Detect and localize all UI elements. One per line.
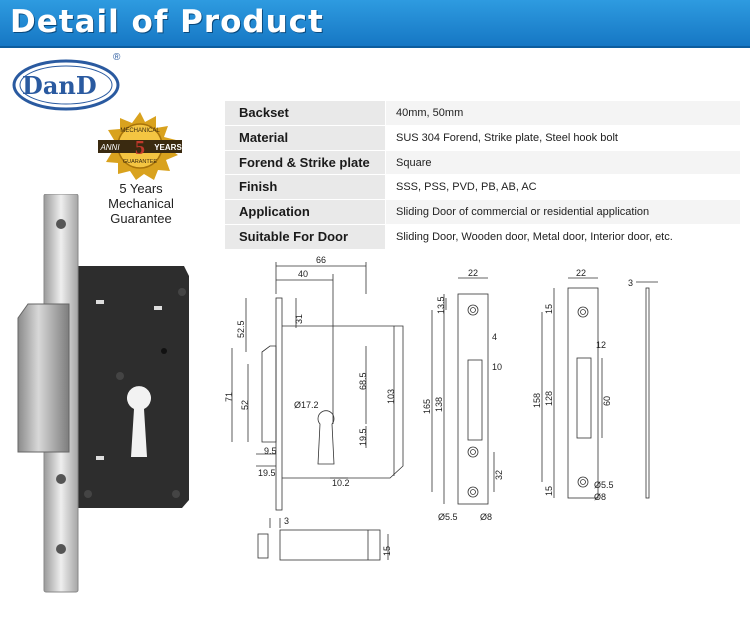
screw-hole <box>56 474 66 484</box>
spec-value: 40mm, 50mm <box>386 101 740 125</box>
dim-52: 52 <box>240 400 250 410</box>
dim-71: 71 <box>224 392 234 402</box>
dim-19-5-a: 19.5 <box>358 428 368 446</box>
spec-value: SUS 304 Forend, Strike plate, Steel hook… <box>386 125 740 150</box>
spec-row: Backset 40mm, 50mm <box>225 101 740 126</box>
dim-158: 158 <box>532 393 542 408</box>
spec-label: Finish <box>225 175 385 200</box>
dim-strike-d8: Ø8 <box>594 492 606 502</box>
dim-10-2: 10.2 <box>332 478 350 488</box>
seal-years: YEARS <box>154 143 182 152</box>
spec-value: Square <box>386 150 740 175</box>
dim-forend-22: 22 <box>468 268 478 278</box>
spec-value: Sliding Door of commercial or residentia… <box>386 200 740 224</box>
screw-hole <box>56 219 66 229</box>
dim-68-5: 68.5 <box>358 372 368 390</box>
dim-138: 138 <box>434 397 444 412</box>
dim-strike-22: 22 <box>576 268 586 278</box>
dim-bottom-15: 15 <box>382 546 392 556</box>
dim-bottom-3: 3 <box>284 516 289 526</box>
dim-103: 103 <box>386 389 396 404</box>
dim-forend-d8: Ø8 <box>480 512 492 522</box>
banner-title: Detail of Product <box>10 4 324 40</box>
brand-name: DanD <box>22 71 97 100</box>
spec-row: Forend & Strike plate Square <box>225 150 740 176</box>
seal-anni: ANNI <box>99 143 120 152</box>
dim-66: 66 <box>316 255 326 265</box>
dim-12: 12 <box>596 340 606 350</box>
dim-strike-d5-5: Ø5.5 <box>594 480 614 490</box>
dim-strike-15-a: 15 <box>544 304 554 314</box>
spec-label: Backset <box>225 101 385 125</box>
spec-value: Sliding Door, Wooden door, Metal door, I… <box>386 224 740 249</box>
dim-32: 32 <box>494 470 504 480</box>
seal-mechanical: MECHANICAL <box>120 128 160 134</box>
seal-number: 5 <box>135 137 145 159</box>
spec-value: SSS, PSS, PVD, PB, AB, AC <box>386 175 740 200</box>
cylinder-cutout <box>127 386 152 457</box>
screw-hole <box>56 544 66 554</box>
technical-drawing: 66 40 31 52.5 71 52 68.5 103 Ø17.2 19.5 … <box>224 255 658 561</box>
seal-guarantee: GUARANTEE <box>123 159 158 165</box>
spec-label: Suitable For Door <box>225 224 385 249</box>
dim-side-3: 3 <box>628 278 633 288</box>
guarantee-seal-icon: MECHANICAL ANNI 5 YEARS GUARANTEE <box>98 112 182 180</box>
dim-9-5: 9.5 <box>264 446 277 456</box>
guarantee-line-2: Mechanical <box>108 196 174 211</box>
dim-19-5-b: 19.5 <box>258 468 276 478</box>
dim-d17-2: Ø17.2 <box>294 400 319 410</box>
spec-label: Material <box>225 125 385 150</box>
dim-31: 31 <box>294 314 304 324</box>
dim-4: 4 <box>492 332 497 342</box>
spec-row: Suitable For Door Sliding Door, Wooden d… <box>225 224 740 250</box>
spec-row: Finish SSS, PSS, PVD, PB, AB, AC <box>225 175 740 201</box>
spec-table: Backset 40mm, 50mm Material SUS 304 Fore… <box>225 101 740 250</box>
dim-40: 40 <box>298 269 308 279</box>
guarantee-line-3: Guarantee <box>110 211 172 226</box>
hook-bolt <box>17 303 70 453</box>
dim-60: 60 <box>602 396 612 406</box>
dim-52-5: 52.5 <box>236 320 246 338</box>
guarantee-caption: 5 Years Mechanical Guarantee <box>96 181 186 226</box>
spec-row: Material SUS 304 Forend, Strike plate, S… <box>225 125 740 151</box>
title-banner: Detail of Product <box>0 0 750 48</box>
dim-10: 10 <box>492 362 502 372</box>
brand-logo <box>12 59 120 111</box>
spec-row: Application Sliding Door of commercial o… <box>225 200 740 225</box>
lock-case <box>76 266 189 508</box>
registered-mark: ® <box>113 52 121 63</box>
dim-128: 128 <box>544 391 554 406</box>
spec-label: Forend & Strike plate <box>225 150 385 175</box>
guarantee-line-1: 5 Years <box>119 181 163 196</box>
dim-forend-d5-5: Ø5.5 <box>438 512 458 522</box>
product-photo <box>17 194 189 593</box>
spec-label: Application <box>225 200 385 224</box>
dim-13-5: 13.5 <box>436 296 446 314</box>
dim-strike-15-b: 15 <box>544 486 554 496</box>
dim-165: 165 <box>422 399 432 414</box>
